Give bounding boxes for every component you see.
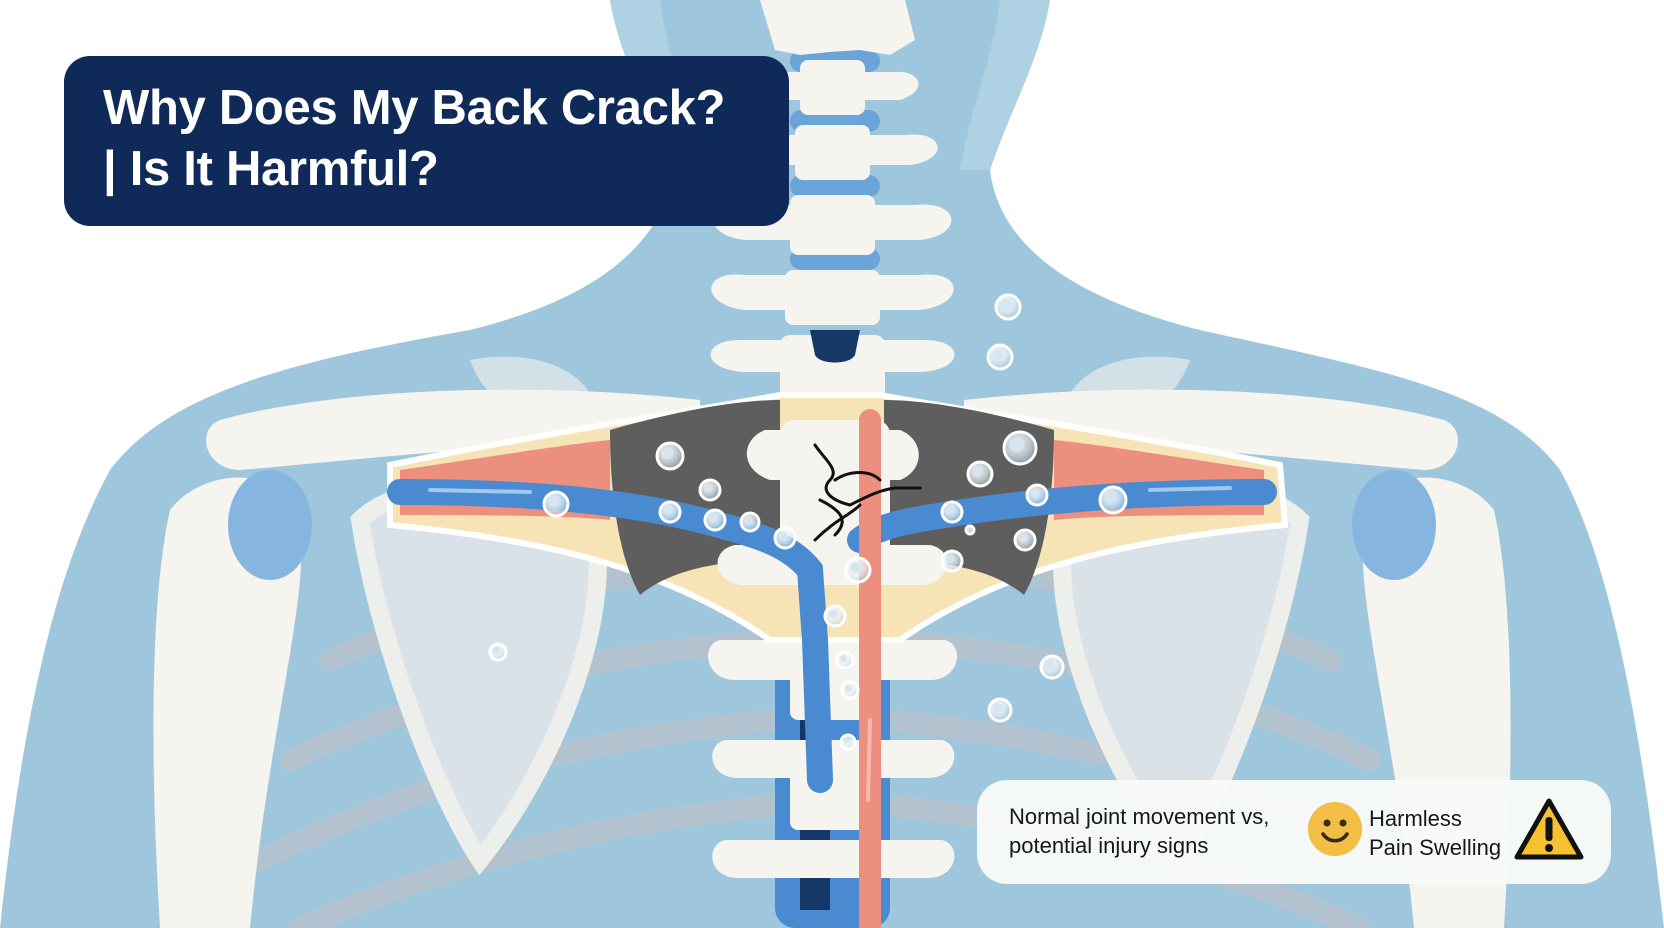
title-line-2: | Is It Harmful? [103,142,439,196]
legend-caption: Normal joint movement vs, potential inju… [1009,802,1269,860]
gas-bubble-core [703,483,713,493]
gas-bubble-core [778,531,788,541]
gas-bubble-core [844,684,853,693]
gas-bubble-core [828,609,838,619]
title-line-1: Why Does My Back Crack? [103,81,726,135]
gas-bubble-core [548,496,559,507]
gas-bubble-core [1000,299,1011,310]
legend-item-labels: Harmless Pain Swelling [1369,804,1501,862]
warning-triangle-icon [1514,798,1584,860]
gas-bubbles [488,293,1128,751]
gas-bubble-core [661,447,674,460]
nerve-bands [387,409,1277,928]
gas-bubble-core [1018,533,1028,543]
harmless-label: Harmless [1369,806,1462,831]
gas-bubble-core [992,702,1003,713]
gas-bubble-core [708,513,718,523]
gas-bubble-core [967,527,972,532]
gas-bubble-core [850,562,861,573]
gas-bubble-core [1030,488,1040,498]
gas-bubble-core [992,349,1003,360]
pain-swelling-label: Pain Swelling [1369,835,1502,860]
gas-bubble-core [843,737,850,744]
gas-bubble-core [945,505,955,515]
gas-bubble-core [1009,437,1024,452]
gas-bubble-core [744,516,753,525]
crack-lines [813,443,922,542]
gas-bubble-core [1104,491,1117,504]
gas-bubble-core [839,654,848,663]
gas-bubble-core [945,554,955,564]
gas-bubble-core [972,466,983,477]
joint-notch [810,330,860,363]
clavicles [206,389,1458,470]
legend-caption-line-1: Normal joint movement vs, [1009,804,1270,829]
gas-bubble-core [492,646,500,655]
gas-bubble-core [663,505,673,515]
legend-caption-line-2: potential injury signs [1009,833,1209,858]
gas-bubble-core [1044,659,1055,670]
smiley-face-icon [1308,802,1362,856]
legend-panel: Normal joint movement vs, potential inju… [977,780,1611,884]
title-banner: Why Does My Back Crack? | Is It Harmful? [64,56,789,226]
